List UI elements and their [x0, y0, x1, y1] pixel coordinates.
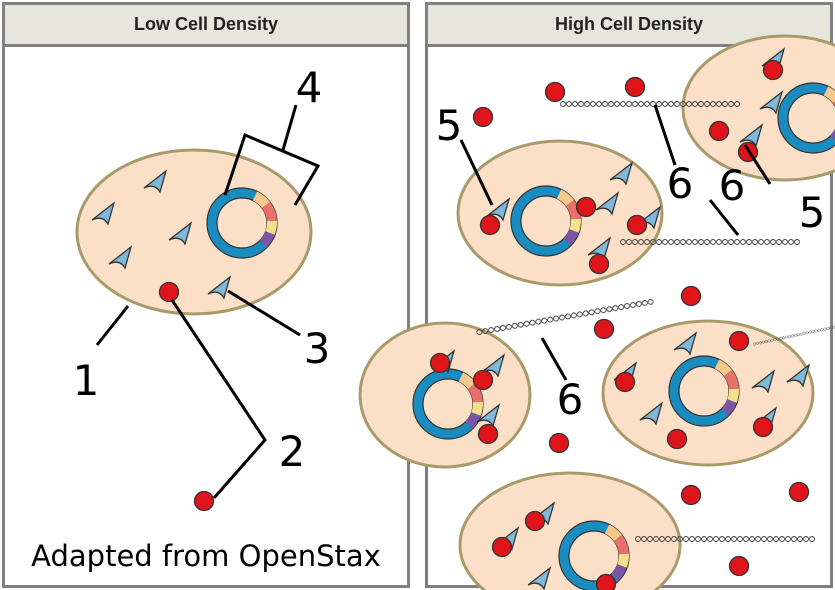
autoinducer — [544, 81, 566, 103]
autoinducer — [429, 352, 451, 374]
dna-strand — [620, 237, 800, 247]
label-6-top: 6 — [667, 159, 694, 208]
autoinducer — [588, 253, 610, 275]
autoinducer — [752, 416, 774, 438]
autoinducer — [626, 214, 648, 236]
label-3: 3 — [304, 324, 331, 373]
autoinducer — [524, 510, 546, 532]
autoinducer — [491, 536, 513, 558]
autoinducer — [624, 76, 646, 98]
autoinducer — [680, 285, 702, 307]
dna-strand — [560, 99, 740, 109]
autoinducer — [595, 573, 617, 590]
dna-strand — [635, 534, 815, 544]
autoinducer — [788, 481, 810, 503]
label-6-bottom: 6 — [557, 375, 584, 424]
label-5-left: 5 — [436, 101, 463, 150]
autoinducer — [193, 490, 215, 512]
bacterial-cell — [358, 321, 532, 469]
label-4: 4 — [296, 63, 323, 112]
autoinducer — [762, 59, 784, 81]
label-6-mid: 6 — [719, 161, 746, 210]
autoinducer — [479, 214, 501, 236]
panel-low-density: Low Cell Density — [2, 2, 410, 588]
credit-text: Adapted from OpenStax — [31, 539, 381, 573]
autoinducer — [477, 423, 499, 445]
bacterial-cell — [456, 139, 664, 287]
label-1: 1 — [73, 356, 100, 405]
right-panel-diagram: 5 5 6 6 6 — [358, 34, 835, 590]
label-5-right: 5 — [799, 188, 826, 237]
autoinducer — [548, 432, 570, 454]
autoinducer — [472, 106, 494, 128]
autoinducer — [666, 428, 688, 450]
autoinducer — [728, 330, 750, 352]
bacterial-cell — [601, 319, 815, 467]
autoinducer — [614, 371, 636, 393]
autoinducer — [708, 120, 730, 142]
label-2: 2 — [279, 427, 306, 476]
bracket-4 — [223, 132, 321, 206]
autoinducer — [680, 484, 702, 506]
panel-title-low: Low Cell Density — [5, 5, 407, 47]
autoinducer — [728, 555, 750, 577]
left-panel-diagram: 1 2 3 4 Adapted from OpenStax — [31, 63, 381, 573]
autoinducer — [575, 196, 597, 218]
autoinducer — [593, 318, 615, 340]
autoinducer — [472, 369, 494, 391]
autoinducer — [158, 281, 180, 303]
dna-strand — [475, 296, 655, 338]
